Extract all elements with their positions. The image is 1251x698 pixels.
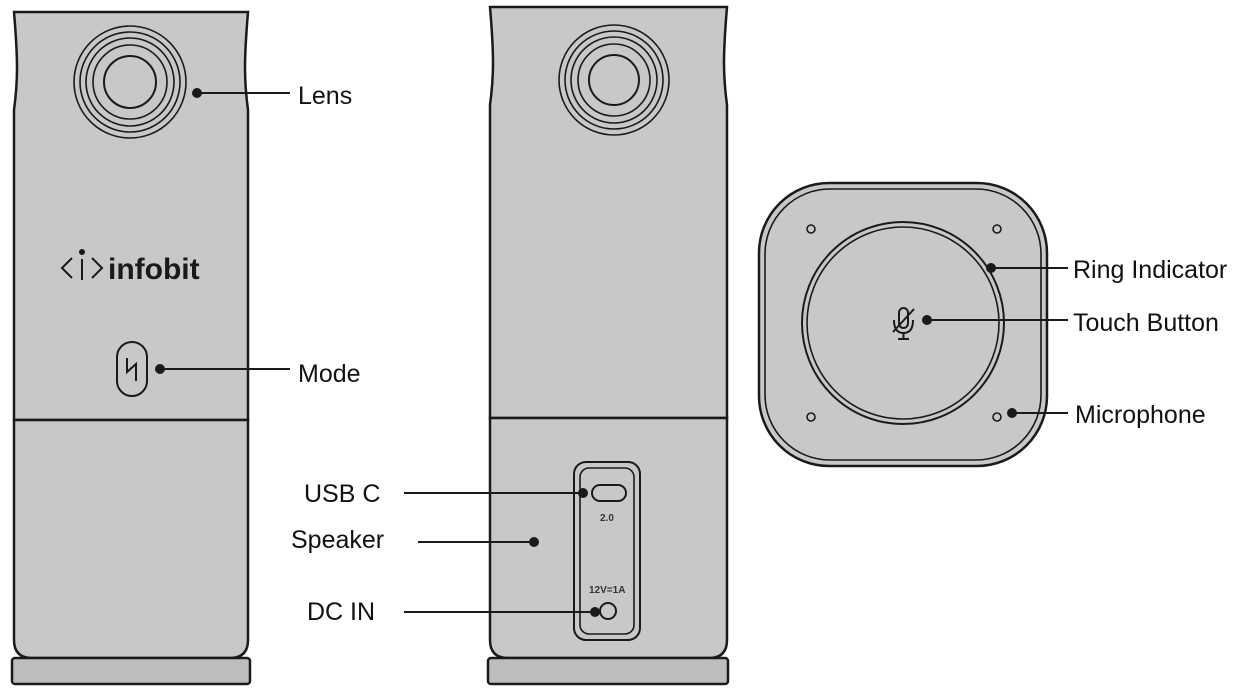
top-body-inner <box>764 188 1042 461</box>
front-view: infobit Lens Mode <box>10 10 361 686</box>
label-mode: Mode <box>298 360 361 388</box>
label-dc-in: DC IN <box>307 598 375 626</box>
callout-microphone: Microphone <box>1007 401 1206 429</box>
power-rating-text: 12V=1A <box>589 585 625 596</box>
usb-version-text: 2.0 <box>600 513 614 524</box>
top-view: Ring Indicator Touch Button Microphone <box>757 181 1227 468</box>
label-touch-button: Touch Button <box>1073 309 1219 337</box>
callout-lens: Lens <box>192 82 352 110</box>
label-lens: Lens <box>298 82 352 110</box>
top-body-outer <box>757 181 1049 468</box>
infobit-logo: infobit <box>60 249 200 286</box>
label-speaker: Speaker <box>291 526 384 554</box>
callout-ring-indicator: Ring Indicator <box>986 256 1227 284</box>
label-ring-indicator: Ring Indicator <box>1073 256 1227 284</box>
callout-speaker: Speaker <box>291 526 539 554</box>
port-panel: 2.0 12V=1A <box>573 461 641 641</box>
touch-surface <box>806 226 1000 420</box>
front-body-lower <box>12 418 250 660</box>
logo-text: infobit <box>108 253 200 286</box>
label-usb-c: USB C <box>304 480 380 508</box>
label-microphone: Microphone <box>1075 401 1206 429</box>
back-body-upper <box>488 5 729 420</box>
back-lens <box>558 24 670 136</box>
back-base <box>486 656 730 686</box>
callout-dc-in: DC IN <box>307 598 600 626</box>
front-base <box>10 656 252 686</box>
mic-mute-icon <box>892 307 915 340</box>
front-lens <box>73 25 187 139</box>
mode-button <box>116 341 148 397</box>
mode-icon <box>126 358 137 381</box>
ring-indicator <box>801 221 1005 425</box>
callout-usb-c: USB C <box>304 480 588 508</box>
dc-in-port <box>599 602 617 620</box>
callout-mode: Mode <box>155 360 361 388</box>
callout-touch-button: Touch Button <box>922 309 1219 337</box>
usb-c-port <box>591 484 627 502</box>
back-view: 2.0 12V=1A USB C Speaker DC IN <box>291 5 730 686</box>
